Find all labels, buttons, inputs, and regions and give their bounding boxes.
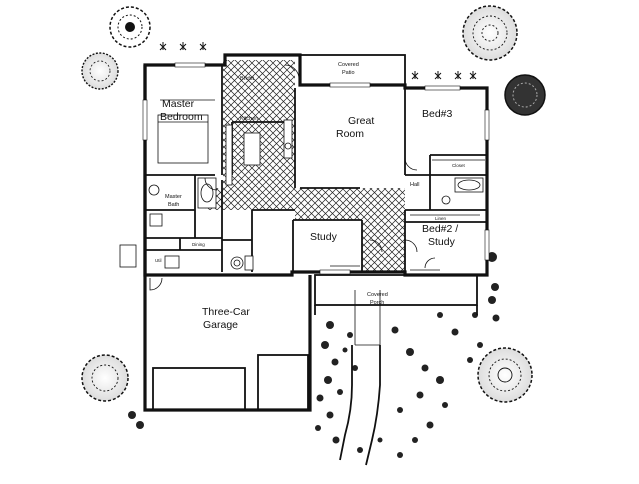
shrub-right-dark (504, 74, 546, 116)
label-master-bedroom-2: Bedroom (160, 111, 203, 123)
garage-door-single (257, 354, 309, 411)
walkway (339, 345, 381, 466)
label-study: Study (310, 231, 338, 243)
label-covered-porch-1: Covered (367, 292, 388, 298)
ac-unit (119, 244, 137, 268)
label-garage-2: Garage (203, 319, 238, 331)
label-garage-1: Three-Car (202, 306, 250, 318)
kitchen-island (243, 132, 261, 166)
label-linen: Linen (435, 216, 447, 221)
tree-bottom-left (81, 354, 129, 402)
label-covered-patio-1: Covered (338, 62, 359, 68)
garage-door-double (152, 367, 246, 411)
label-bed3: Bed#3 (422, 108, 453, 120)
label-kitchen: Kitchen (240, 116, 258, 122)
room-labels: Master Bedroom Great Room Bed#3 Bed#2 / … (155, 62, 466, 331)
label-covered-porch-2: Porch (370, 300, 384, 306)
label-covered-patio-2: Patio (342, 70, 355, 76)
shrubs-right-column (477, 252, 500, 348)
toilet-master (148, 184, 160, 196)
tree-bottom-right (477, 347, 533, 403)
fixtures (119, 54, 490, 411)
landscaping (81, 5, 546, 466)
label-closet: Closet (452, 163, 466, 168)
label-bed2-1: Bed#2 / (422, 223, 458, 235)
label-great-room-2: Room (336, 128, 364, 140)
label-hall: Hall (410, 182, 419, 188)
foliage-front-yard (315, 312, 478, 458)
label-master-bath-1: Master (165, 194, 182, 200)
label-master-bath-2: Bath (168, 202, 179, 208)
label-dining: Dining (192, 242, 205, 247)
label-master-bedroom-1: Master (162, 98, 195, 110)
covered-porch (314, 274, 478, 306)
label-breakfast: Brkfst (240, 76, 255, 82)
label-utility: Util (155, 258, 162, 263)
foliage-patio (159, 42, 477, 80)
shrub-left (81, 52, 119, 90)
shrubs-bottom-left (128, 411, 144, 429)
label-bed2-2: Study (428, 236, 456, 248)
tree-top-right (462, 5, 518, 61)
label-great-room-1: Great (348, 115, 374, 127)
tree-top-left (109, 6, 151, 48)
tile-flooring (205, 60, 405, 272)
master-bed (157, 114, 209, 164)
